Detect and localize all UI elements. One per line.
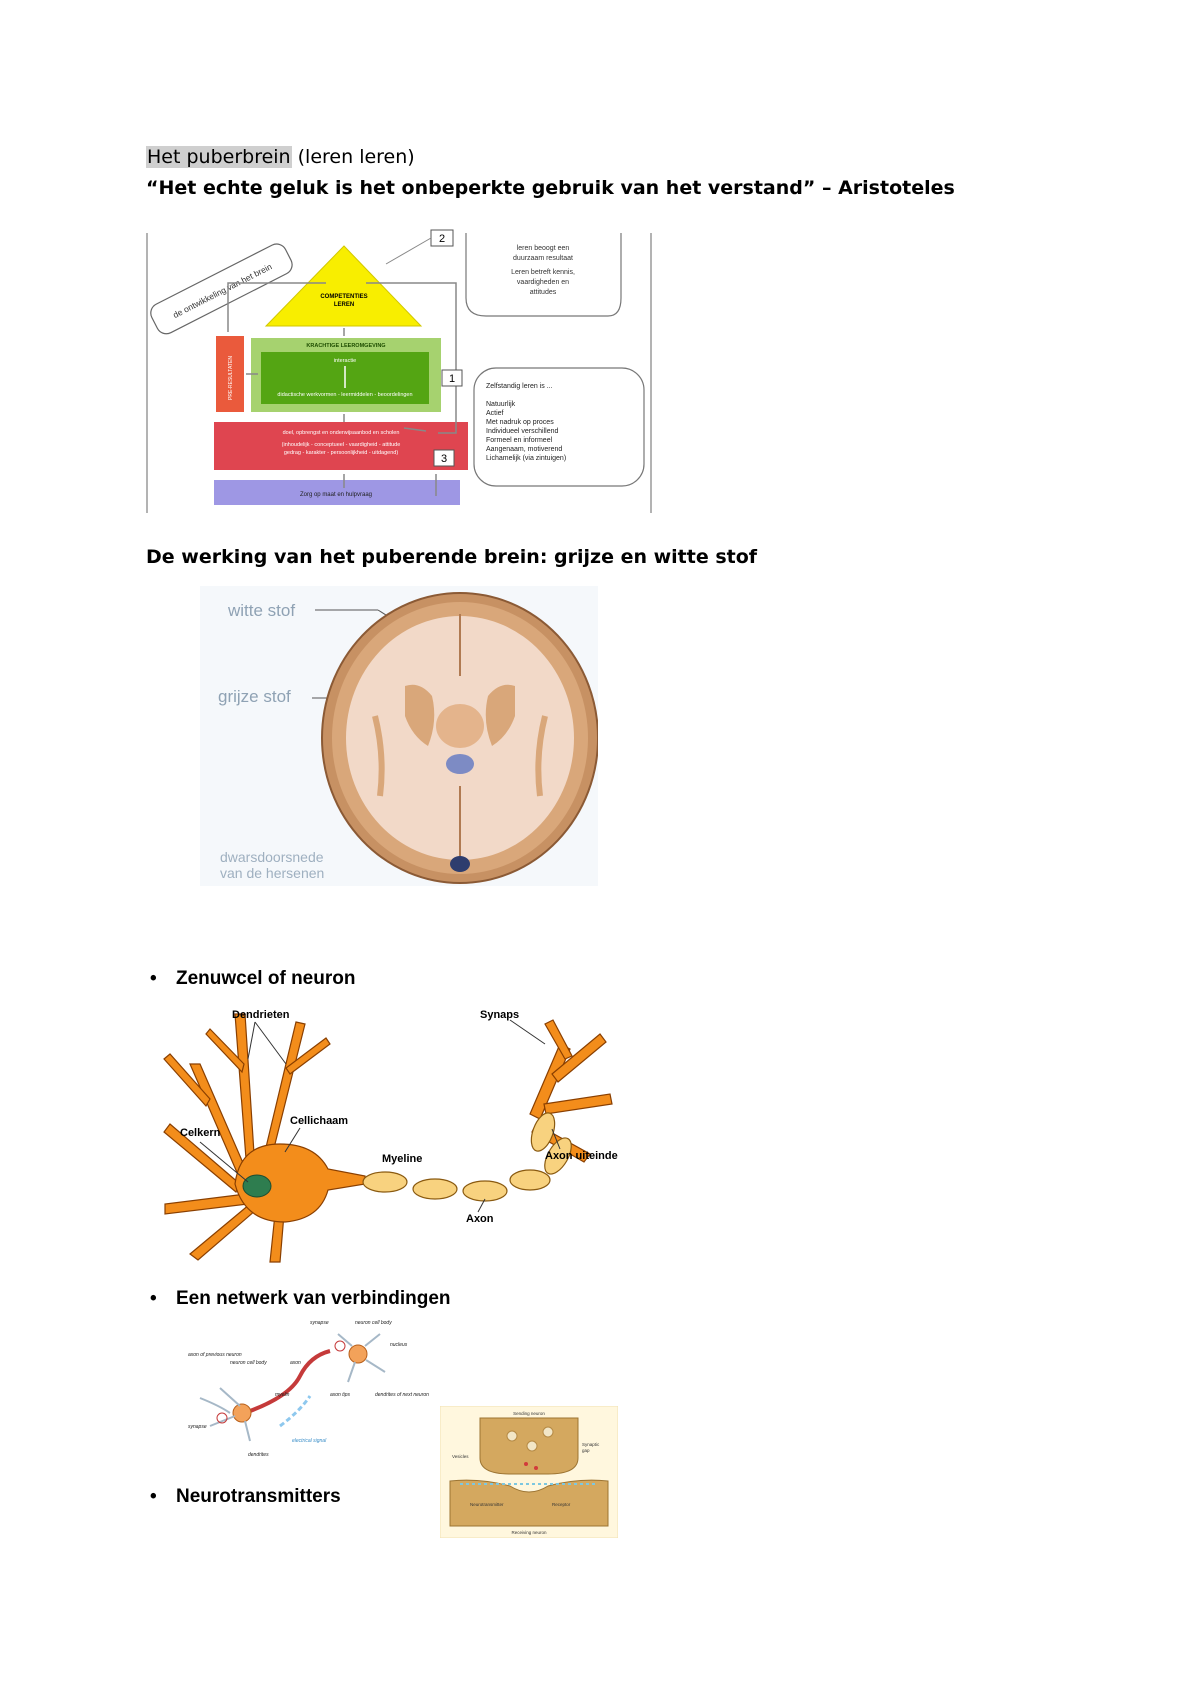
label-electrical-signal: electrical signal bbox=[292, 1438, 327, 1444]
label-vesicles: Vesicles bbox=[452, 1454, 469, 1459]
label-nucleus: nucleus bbox=[390, 1342, 408, 1348]
label-grey-matter: grijze stof bbox=[218, 687, 291, 706]
label-axon-end: Axon uiteinde bbox=[545, 1150, 618, 1162]
label-cell-body: Cellichaam bbox=[290, 1115, 348, 1127]
label-neuron-cell-body: neuron cell body bbox=[230, 1360, 267, 1366]
label-sending-neuron: Sending neuron bbox=[513, 1411, 545, 1416]
neuron-heading: Zenuwcel of neuron bbox=[176, 968, 356, 989]
label-receptor: Receptor bbox=[552, 1502, 571, 1507]
label-dendrites: dendrites bbox=[248, 1452, 269, 1458]
neurotransmitters-heading-row: • Neurotransmitters bbox=[150, 1486, 341, 1508]
label-axon: axon bbox=[290, 1360, 301, 1366]
callout-top-line-4: vaardigheden en bbox=[517, 279, 569, 286]
label-synapse: Synaps bbox=[480, 1009, 519, 1021]
badge-2: 2 bbox=[439, 233, 445, 245]
callout-right-item-1: Natuurlijk bbox=[486, 401, 516, 408]
label-axon-prev: axon of previous neuron bbox=[188, 1352, 242, 1358]
label-myelin: myelin bbox=[275, 1392, 290, 1398]
callout-top-line-1: leren beoogt een bbox=[517, 245, 570, 252]
callout-top bbox=[465, 233, 622, 317]
label-synapse-top: synapse bbox=[310, 1320, 329, 1326]
red-vertical-box bbox=[216, 336, 244, 412]
callout-top-line-2: duurzaam resultaat bbox=[513, 255, 573, 262]
green-inner-top: interactie bbox=[334, 358, 356, 364]
badge-1: 1 bbox=[449, 373, 455, 385]
green-header: KRACHTIGE LEEROMGEVING bbox=[306, 343, 385, 349]
callout-top-line-3: Leren betreft kennis, bbox=[511, 269, 575, 276]
label-axon-tips: axon tips bbox=[330, 1392, 351, 1398]
red-horizontal-box bbox=[214, 422, 468, 470]
triangle-line-2: LEREN bbox=[334, 302, 354, 308]
callout-top-line-5: attitudes bbox=[530, 289, 557, 296]
caption-line-2: van de hersenen bbox=[220, 865, 324, 881]
callout-right-item-4: Individueel verschillend bbox=[486, 428, 558, 435]
callout-right bbox=[473, 367, 645, 487]
red-line-3: gedrag - karakter - persoonlijkheid - ui… bbox=[284, 450, 399, 456]
label-nucleus: Celkern bbox=[180, 1127, 221, 1139]
red-line-1: doel, opbrengst en onderwijsaanbod en sc… bbox=[283, 430, 400, 436]
neuron-heading-row: • Zenuwcel of neuron bbox=[150, 968, 355, 990]
green-inner-bottom: didactische werkvormen - leermiddelen - … bbox=[277, 392, 412, 398]
quote: “Het echte geluk is het onbeperkte gebru… bbox=[146, 177, 955, 199]
badge-3: 3 bbox=[441, 453, 447, 465]
caption-line-1: dwarsdoorsnede bbox=[220, 849, 324, 865]
callout-right-item-5: Formeel en informeel bbox=[486, 437, 553, 444]
label-white-matter: witte stof bbox=[227, 601, 295, 620]
network-heading-row: • Een netwerk van verbindingen bbox=[150, 1288, 451, 1310]
nucleus bbox=[242, 1174, 272, 1198]
purple-box bbox=[214, 480, 460, 505]
callout-right-item-7: Lichamelijk (via zintuigen) bbox=[486, 455, 566, 462]
label-neuron-cell-body-top: neuron cell body bbox=[355, 1320, 392, 1326]
callout-right-item-6: Aangenaam, motiverend bbox=[486, 446, 562, 453]
label-gap: gap bbox=[582, 1448, 590, 1453]
bullet: • bbox=[150, 1288, 157, 1309]
label-neurotransmitter: Neurotransmitter bbox=[470, 1502, 504, 1507]
label-dendrites: Dendrieten bbox=[232, 1009, 290, 1021]
label-receiving-neuron: Receiving neuron bbox=[511, 1530, 547, 1535]
neuron-figure: Dendrieten Synaps Celkern Cellichaam Mye… bbox=[163, 1009, 618, 1263]
neurotransmitters-heading: Neurotransmitters bbox=[176, 1486, 341, 1507]
network-heading: Een netwerk van verbindingen bbox=[176, 1288, 451, 1309]
page-title: Het puberbrein (leren leren) bbox=[146, 146, 415, 168]
callout-right-item-2: Actief bbox=[486, 410, 504, 417]
title-highlight: Het puberbrein bbox=[146, 146, 292, 168]
triangle-line-1: COMPETENTIES bbox=[320, 294, 367, 300]
synapse-figure: Sending neuron Vesicles Synaptic gap Neu… bbox=[440, 1406, 618, 1538]
brain-cross-section-figure: witte stof grijze stof dwarsdoorsnede va… bbox=[200, 586, 598, 886]
red-vertical-text: PRE-RESULTATEN bbox=[228, 356, 234, 400]
callout-right-title: Zelfstandig leren is ... bbox=[486, 383, 553, 390]
brain-heading: De werking van het puberende brein: grij… bbox=[146, 546, 758, 568]
label-dendrites-next: dendrites of next neuron bbox=[375, 1392, 429, 1398]
purple-label: Zorg op maat en hulpvraag bbox=[300, 492, 372, 498]
learning-model-diagram: de ontwikkeling van het brein COMPETENTI… bbox=[146, 228, 656, 513]
red-line-2: (inhoudelijk - conceptueel - vaardigheid… bbox=[282, 442, 401, 448]
neuron-network-figure: synapse neuron cell body nucleus axon of… bbox=[180, 1316, 440, 1466]
label-synaptic: Synaptic bbox=[582, 1442, 600, 1447]
callout-right-item-3: Met nadruk op proces bbox=[486, 419, 554, 426]
competence-triangle bbox=[264, 245, 423, 327]
label-myelin: Myeline bbox=[382, 1153, 422, 1165]
bullet: • bbox=[150, 1486, 157, 1507]
label-axon: Axon bbox=[466, 1213, 494, 1225]
bullet: • bbox=[150, 968, 157, 989]
label-synapse-left: synapse bbox=[188, 1424, 207, 1430]
title-rest: (leren leren) bbox=[291, 146, 415, 168]
